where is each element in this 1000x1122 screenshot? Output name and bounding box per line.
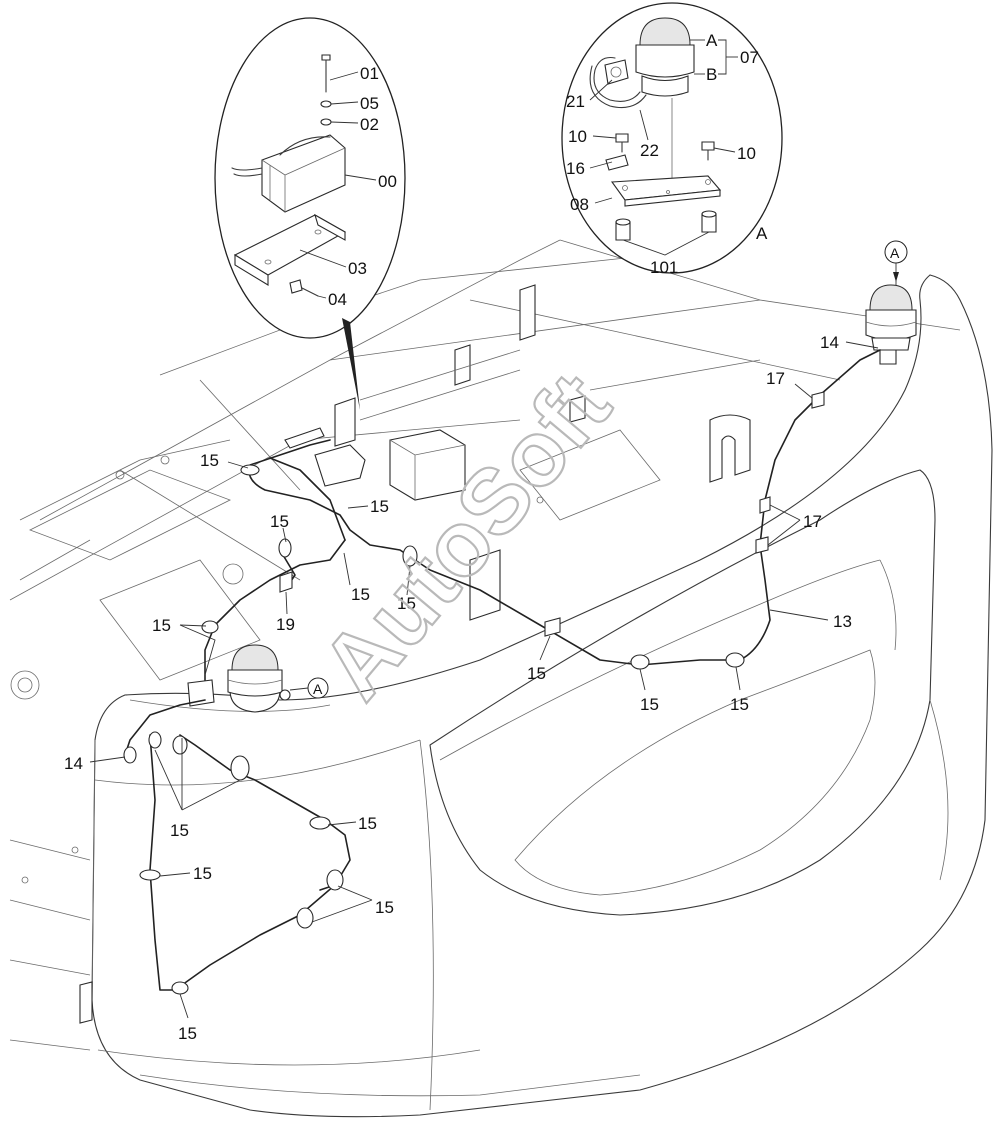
callout-22: 22	[640, 141, 659, 160]
callout-14-right: 14	[820, 333, 839, 352]
callout-15-upper: 15	[270, 512, 289, 531]
callout-04: 04	[328, 290, 347, 309]
callout-15-side-left: 15	[193, 864, 212, 883]
callout-15-relay: 15	[200, 451, 219, 470]
detail-view-label-a: A	[756, 224, 768, 243]
callout-19: 19	[276, 615, 295, 634]
detail-beacon-a: A B 07 21 22 10 10 16 08 101 A	[561, 2, 783, 277]
callout-15-bottom: 15	[178, 1024, 197, 1043]
ref-mark-a-left-text: A	[313, 681, 323, 697]
callout-15-mid: 15	[397, 594, 416, 613]
beacon-light-right: A	[865, 240, 917, 365]
callout-15-harness-3: 15	[730, 695, 749, 714]
callout-14-left: 14	[64, 754, 83, 773]
callout-00: 00	[378, 172, 397, 191]
detail-relay: 01 05 02 00 03 04	[214, 17, 406, 410]
callout-08: 08	[570, 195, 589, 214]
callout-15-frame: 15	[370, 497, 389, 516]
callout-b-base: B	[706, 65, 717, 84]
callout-a-dome: A	[706, 31, 718, 50]
callout-17-mid: 17	[803, 512, 822, 531]
callout-15-side-group: 15	[170, 821, 189, 840]
callout-15-side-upper: 15	[358, 814, 377, 833]
wiring-harness	[123, 349, 881, 995]
main-callouts: 15 15 15 15 15 15 19 15 15 15 15 15 15 1…	[64, 333, 879, 1043]
callout-101: 101	[650, 258, 678, 277]
callout-07: 07	[740, 48, 759, 67]
callout-13: 13	[833, 612, 852, 631]
callout-16: 16	[566, 159, 585, 178]
callout-15-center: 15	[351, 585, 370, 604]
callout-01: 01	[360, 64, 379, 83]
machine-frame	[9, 239, 961, 700]
callout-10-left: 10	[568, 127, 587, 146]
callout-15-harness-1: 15	[527, 664, 546, 683]
callout-05: 05	[360, 94, 379, 113]
callout-17-top: 17	[766, 369, 785, 388]
counterweight	[9, 274, 993, 1118]
callout-10-right: 10	[737, 144, 756, 163]
callout-15-side-lower: 15	[375, 898, 394, 917]
callout-15-left-beacon: 15	[152, 616, 171, 635]
callout-02: 02	[360, 115, 379, 134]
callout-03: 03	[348, 259, 367, 278]
callout-21: 21	[566, 92, 585, 111]
callout-15-harness-2: 15	[640, 695, 659, 714]
ref-mark-a-right-text: A	[890, 245, 900, 261]
beacon-light-left: A	[187, 644, 329, 713]
